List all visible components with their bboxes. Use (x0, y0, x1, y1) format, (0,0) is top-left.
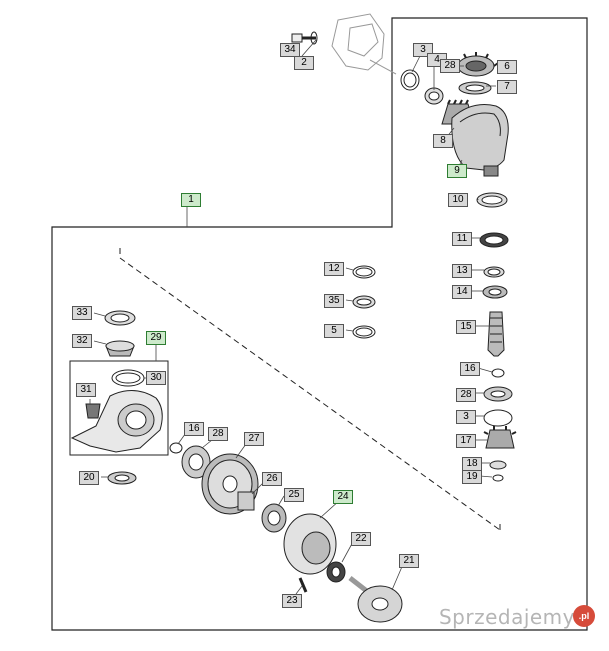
callout-24: 24 (333, 490, 353, 504)
callout-3: 3 (456, 410, 476, 424)
callout-14: 14 (452, 285, 472, 299)
callout-23: 23 (282, 594, 302, 608)
callout-6: 6 (497, 60, 517, 74)
callout-25: 25 (284, 488, 304, 502)
callout-16: 16 (184, 422, 204, 436)
callout-7: 7 (497, 80, 517, 94)
callout-28: 28 (440, 59, 460, 73)
watermark-text: Sprzedajemy (438, 605, 575, 629)
watermark-badge: .pl (573, 605, 595, 627)
callout-27: 27 (244, 432, 264, 446)
callout-21: 21 (399, 554, 419, 568)
callout-10: 10 (448, 193, 468, 207)
callout-31: 31 (76, 383, 96, 397)
callout-22: 22 (351, 532, 371, 546)
callout-9: 9 (447, 164, 467, 178)
callout-34: 34 (280, 43, 300, 57)
callout-26: 26 (262, 472, 282, 486)
callout-28: 28 (208, 427, 228, 441)
callout-32: 32 (72, 334, 92, 348)
callout-16: 16 (460, 362, 480, 376)
callout-5: 5 (324, 324, 344, 338)
callout-2: 2 (294, 56, 314, 70)
callout-30: 30 (146, 371, 166, 385)
callout-33: 33 (72, 306, 92, 320)
callout-8: 8 (433, 134, 453, 148)
callout-20: 20 (79, 471, 99, 485)
callout-15: 15 (456, 320, 476, 334)
callout-12: 12 (324, 262, 344, 276)
callout-29: 29 (146, 331, 166, 345)
callout-18: 18 (462, 457, 482, 471)
callout-17: 17 (456, 434, 476, 448)
callout-11: 11 (452, 232, 472, 246)
callout-35: 35 (324, 294, 344, 308)
callout-19: 19 (462, 470, 482, 484)
callout-13: 13 (452, 264, 472, 278)
callout-1: 1 (181, 193, 201, 207)
callout-28: 28 (456, 388, 476, 402)
